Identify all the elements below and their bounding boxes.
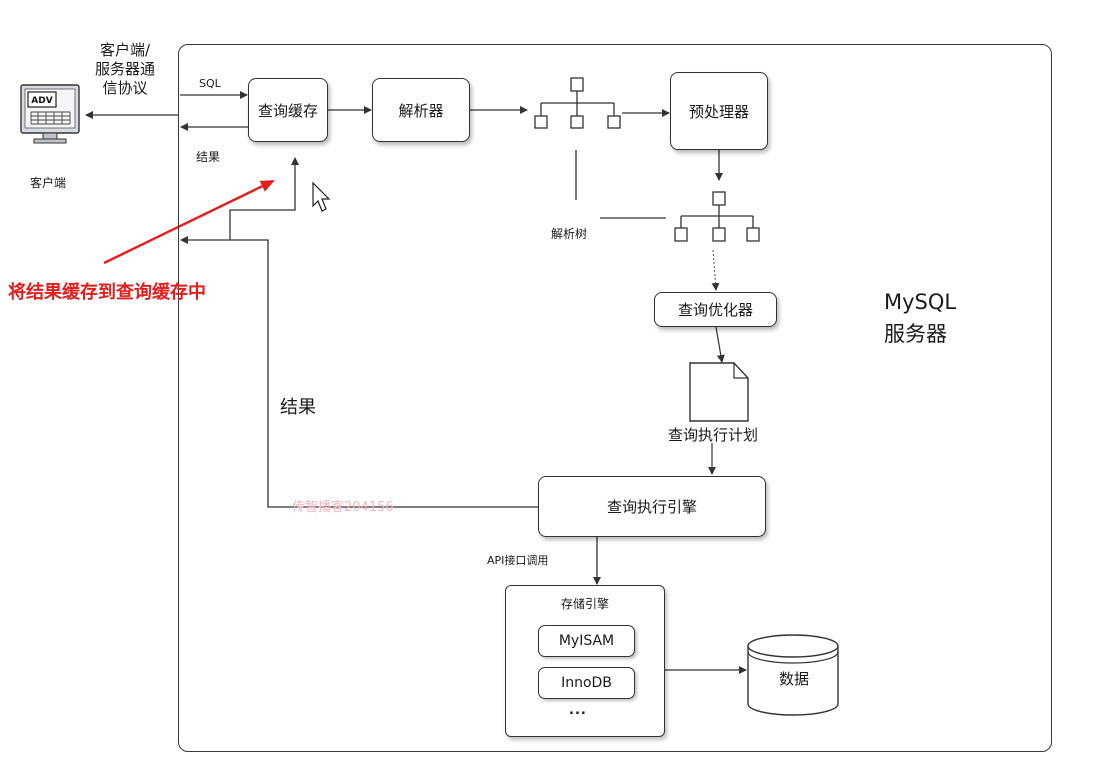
result-label-small: 结果 [196,150,221,164]
protocol-label-line: 信协议 [102,79,148,97]
execution-engine-box: 查询执行引擎 [538,476,766,537]
parse-tree-label: 解析树 [551,227,588,241]
annotation-text: 将结果缓存到查询缓存中 [8,282,206,303]
protocol-label-line: 服务器通 [94,60,155,78]
parser-box: 解析器 [372,78,470,142]
result-return-arrow [180,236,538,508]
query-cache-box: 查询缓存 [248,78,328,142]
optimizer-to-plan-arrow [715,326,725,363]
mysql-server-label-line: MySQL [884,290,957,314]
annotation-arrow [103,179,275,265]
sql-label: SQL [199,77,221,90]
mouse-cursor-icon [312,181,331,212]
optimizer-box: 查询优化器 [654,292,777,327]
myisam-box: MyISAM [538,625,635,657]
more-engines-ellipsis: ... [569,703,587,718]
database-icon [747,634,839,716]
mysql-server-label: MySQL 服务器 [884,286,956,350]
storage-engine-title: 存储引擎 [560,597,609,611]
watermark: 传智播客204156 [292,500,394,515]
execution-plan-label: 查询执行计划 [668,426,759,444]
data-label: 数据 [779,670,810,688]
client-label: 客户端 [30,176,67,190]
tree-to-optimizer-arrow [711,249,720,291]
api-call-label: API接口调用 [487,554,549,567]
protocol-label: 客户端/ 服务器通 信协议 [84,41,166,98]
result-label-large: 结果 [280,397,316,418]
preprocessor-box: 预处理器 [670,72,768,150]
storage-engine-container: 存储引擎 MyISAM InnoDB ... [505,585,665,737]
mysql-server-label-line: 服务器 [884,322,947,346]
parse-tree-icon [534,77,621,129]
computer-icon-text: ADV [31,96,52,106]
protocol-label-line: 客户端/ [99,41,151,59]
mysql-server-frame [178,44,1052,752]
parse-tree-icon [674,191,760,242]
computer-icon: ADV [20,84,80,144]
cache-write-arrow [229,157,299,240]
innodb-box: InnoDB [538,667,635,699]
document-icon [689,362,749,422]
